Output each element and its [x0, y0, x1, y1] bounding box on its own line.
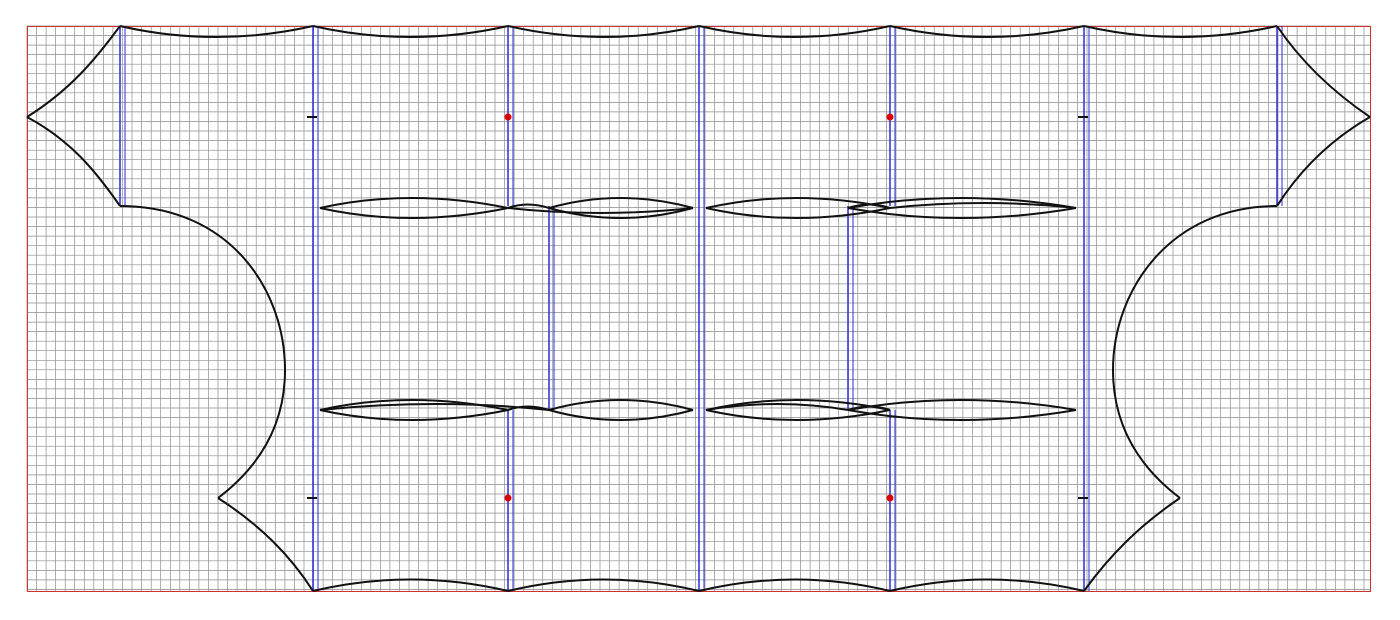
cut-curve — [889, 25, 1085, 38]
cut-curve — [507, 578, 700, 592]
cut-curve — [26, 25, 121, 118]
cut-curve — [847, 409, 1077, 421]
notch-marks — [307, 116, 1088, 499]
cut-curve — [1083, 25, 1278, 38]
marker-dot — [886, 113, 894, 121]
cut-curve — [319, 403, 550, 411]
cut-curve — [507, 203, 550, 209]
marker-dot — [504, 494, 512, 502]
cut-curve — [698, 25, 891, 38]
cut-curve — [319, 197, 509, 209]
cut-curve — [119, 205, 287, 499]
cut-curve — [698, 578, 891, 592]
cut-curve — [1276, 116, 1371, 207]
cut-curve — [312, 25, 509, 38]
cut-curve — [548, 399, 694, 411]
cut-curve — [507, 25, 700, 38]
cut-curve — [312, 578, 509, 592]
cut-curve — [548, 409, 694, 421]
cut-curve — [847, 399, 1077, 411]
marker-dot — [886, 494, 894, 502]
cut-curve — [889, 202, 1077, 209]
cut-curve — [1083, 497, 1181, 592]
marker-dots — [504, 113, 894, 502]
cut-curve — [889, 578, 1085, 592]
cut-curve — [847, 207, 1077, 219]
cut-curve — [1111, 205, 1278, 499]
cut-curve — [217, 497, 314, 592]
cut-curve — [319, 207, 509, 219]
cut-curve — [847, 197, 1077, 209]
cut-curve — [119, 25, 314, 38]
marker-dot — [504, 113, 512, 121]
cut-curve — [548, 197, 694, 209]
cut-lines — [26, 25, 1371, 592]
cut-curve — [319, 409, 509, 421]
cut-curve — [1276, 25, 1371, 118]
cut-curve — [705, 403, 849, 411]
cut-curve — [507, 207, 694, 214]
cut-curve — [26, 116, 121, 207]
